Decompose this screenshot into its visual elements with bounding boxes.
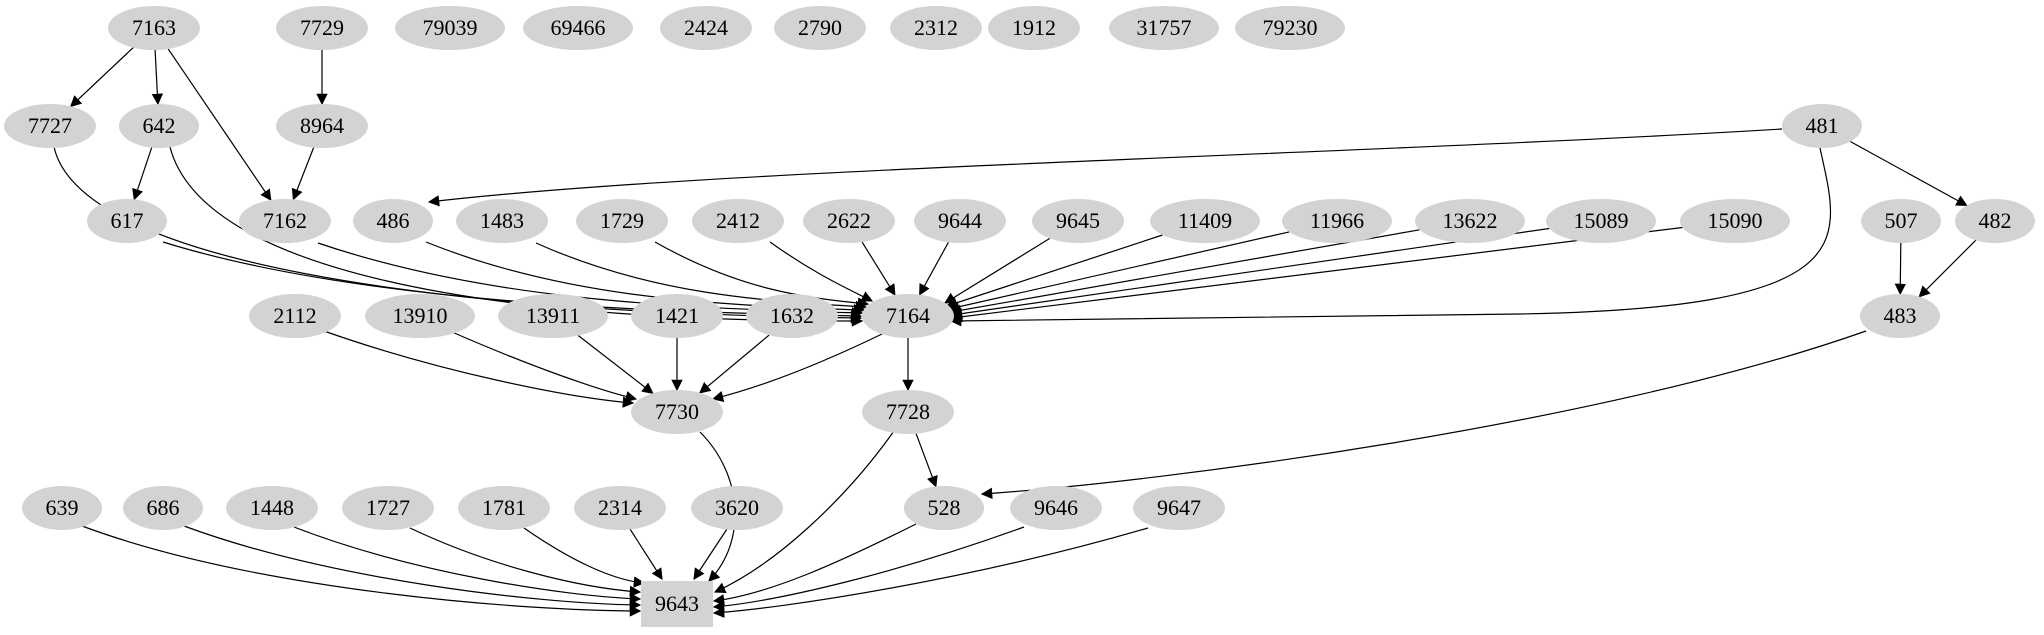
node-2622: 2622 [803,199,895,243]
edge-1448-9643 [293,526,642,605]
node-7727: 7727 [4,104,96,148]
edge-2622-7164 [861,241,896,296]
node-31757: 31757 [1109,6,1219,50]
node-9643: 9643 [641,581,713,627]
edge-15089-7164 [950,227,1550,320]
edge-686-9643 [183,525,642,611]
node-7162: 7162 [239,199,331,243]
node-7163: 7163 [108,6,200,50]
node-2314: 2314 [574,486,666,530]
edge-15090-7164 [950,226,1683,323]
node-1448: 1448 [226,486,318,530]
node-7730: 7730 [631,390,723,434]
edge-3620-9643 [693,528,728,580]
node-617: 617 [87,199,167,243]
node-2312: 2312 [890,6,982,50]
edge-2112-7730 [323,330,635,408]
node-1912: 1912 [988,6,1080,50]
node-1729: 1729 [576,199,668,243]
node-482: 482 [1955,199,2035,243]
node-69466: 69466 [523,6,633,50]
edge-2412-7164 [769,241,874,302]
edge-9644-7164 [919,242,949,296]
node-528: 528 [904,486,984,530]
node-1421: 1421 [631,294,723,338]
edge-13910-7730 [451,331,638,403]
node-2424: 2424 [660,6,752,50]
edge-481-486 [427,128,1783,207]
node-13622: 13622 [1415,199,1525,243]
edge-528-9643 [712,523,917,606]
node-9647: 9647 [1133,486,1225,530]
edge-639-9643 [81,525,642,617]
node-9646: 9646 [1010,486,1102,530]
edge-9647-9643 [712,527,1149,618]
node-3620: 3620 [691,486,783,530]
node-79230: 79230 [1235,6,1345,50]
node-8964: 8964 [276,104,368,148]
edge-481-482 [1850,140,1968,207]
node-486: 486 [353,199,433,243]
edge-13911-7730 [577,335,654,394]
node-15089: 15089 [1546,199,1656,243]
node-2112: 2112 [249,294,341,338]
edge-1727-9643 [409,527,642,598]
node-9645: 9645 [1032,199,1124,243]
edge-13622-7164 [949,229,1420,316]
edge-7164-7730 [711,333,883,403]
node-2790: 2790 [774,6,866,50]
node-639: 639 [22,486,102,530]
edge-9645-7164 [944,237,1051,304]
edge-1729-7164 [654,241,870,309]
node-7729: 7729 [276,6,368,50]
edge-9646-9643 [712,526,1025,612]
edge-11409-7164 [945,234,1163,309]
edge-1781-9643 [523,527,646,588]
node-7164: 7164 [862,294,954,338]
node-507: 507 [1861,199,1941,243]
edge-507-483 [1894,242,1907,296]
node-79039: 79039 [395,6,505,50]
edge-11966-7164 [947,231,1290,313]
node-9644: 9644 [914,199,1006,243]
node-1781: 1781 [458,486,550,530]
edge-8964-7162 [291,147,315,201]
edge-1632-7730 [699,334,770,394]
node-1483: 1483 [456,199,548,243]
node-686: 686 [123,486,203,530]
edge-2314-9643 [629,528,663,580]
edge-7163-7727 [69,47,134,108]
node-483: 483 [1860,294,1940,338]
edge-7728-528 [915,433,938,488]
node-481: 481 [1782,104,1862,148]
node-1632: 1632 [746,294,838,338]
node-1727: 1727 [342,486,434,530]
node-15090: 15090 [1680,199,1790,243]
edge-482-483 [1918,239,1977,298]
edge-7728-9643 [713,430,895,593]
edge-7163-7162 [167,48,272,202]
edge-483-528 [980,330,1867,499]
node-13911: 13911 [498,294,608,338]
node-13910: 13910 [365,294,475,338]
edge-7163-642 [151,49,164,106]
node-7728: 7728 [862,390,954,434]
edge-642-617 [132,147,153,201]
node-11409: 11409 [1150,199,1260,243]
node-11966: 11966 [1282,199,1392,243]
node-2412: 2412 [692,199,784,243]
node-642: 642 [119,104,199,148]
